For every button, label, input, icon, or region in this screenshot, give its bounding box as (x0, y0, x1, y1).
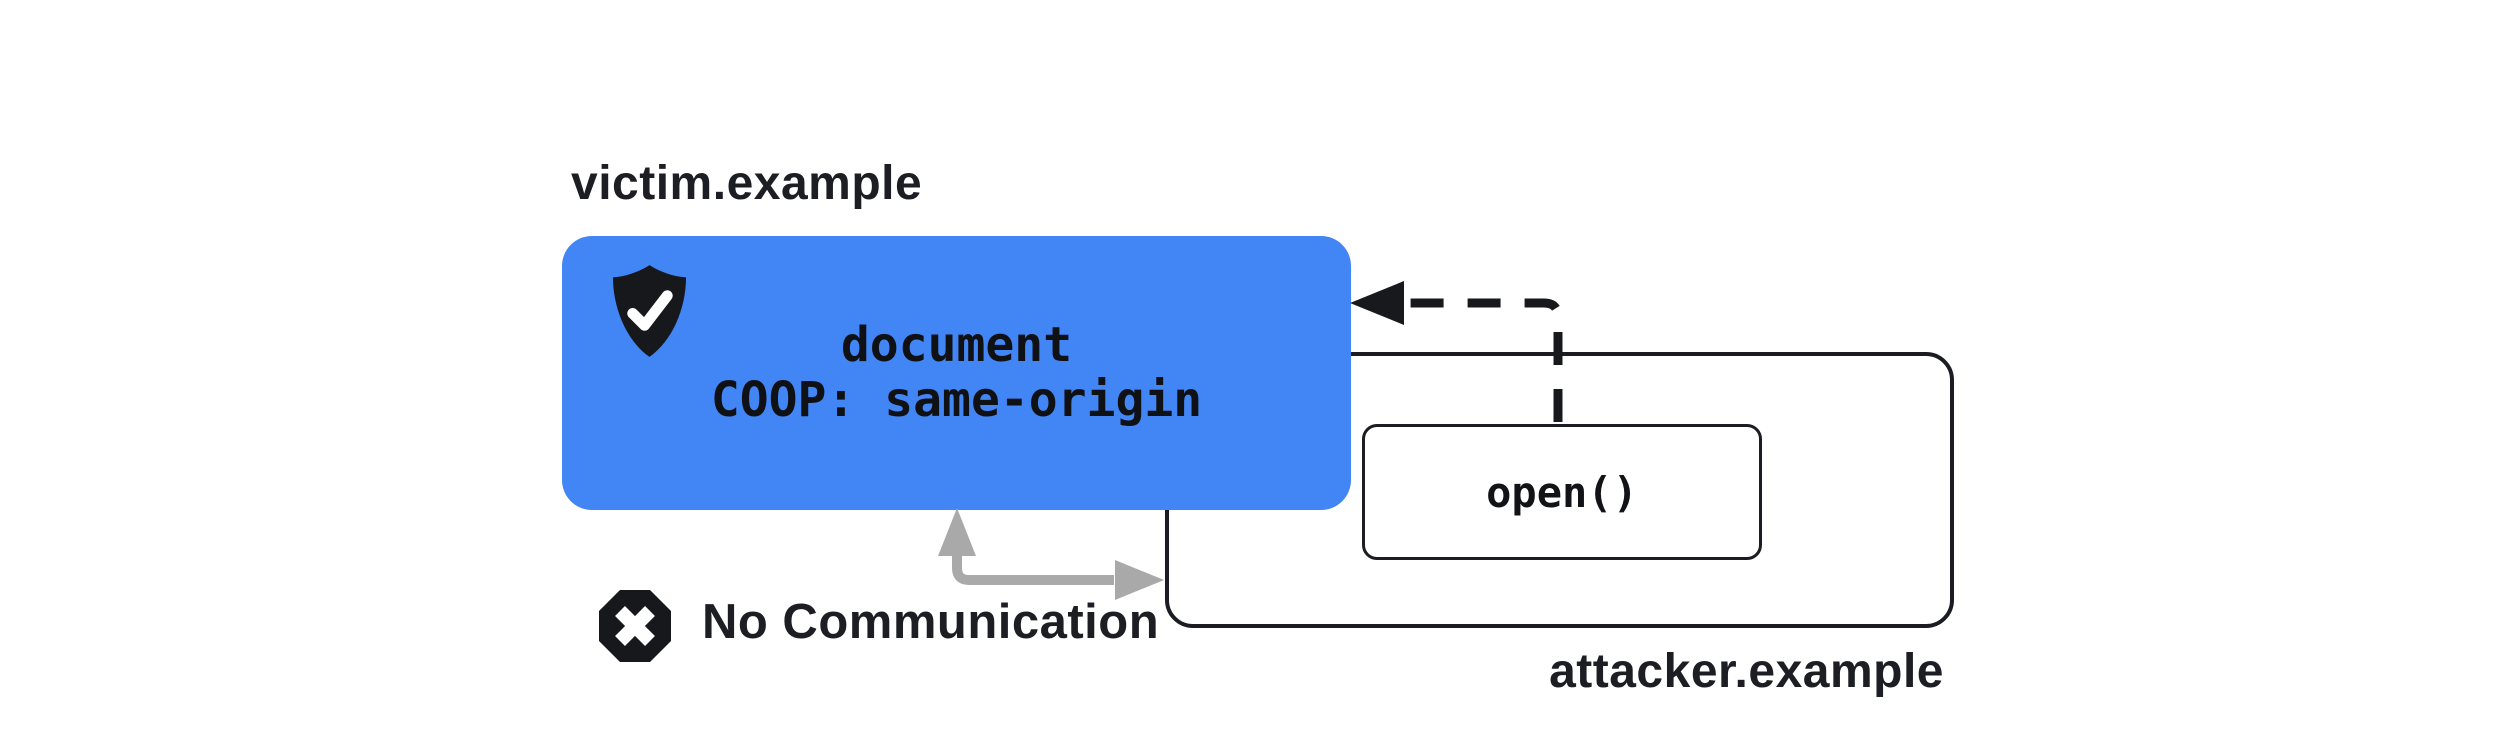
victim-domain-label: victim.example (571, 157, 923, 210)
open-call-box: open() (1362, 424, 1762, 560)
gray-arrow-head-right (1115, 560, 1164, 600)
gray-arrow-line (952, 552, 1114, 585)
victim-box-line1: document (840, 317, 1073, 373)
shield-check-icon (612, 265, 687, 357)
checkmark-glyph (627, 290, 673, 331)
octagon-x-icon (599, 590, 671, 662)
victim-document-box: document COOP: same-origin (562, 236, 1351, 510)
gray-arrow-head-up (938, 508, 976, 556)
no-communication-label: No Communication (702, 595, 1160, 649)
victim-box-line2: COOP: same-origin (710, 372, 1203, 428)
x-stroke-2 (615, 606, 655, 646)
open-call-label: open() (1486, 467, 1638, 517)
no-communication-arrow (938, 508, 1164, 600)
dashed-arrow-head-left (1350, 281, 1404, 325)
attacker-domain-label: attacker.example (1549, 645, 1944, 698)
